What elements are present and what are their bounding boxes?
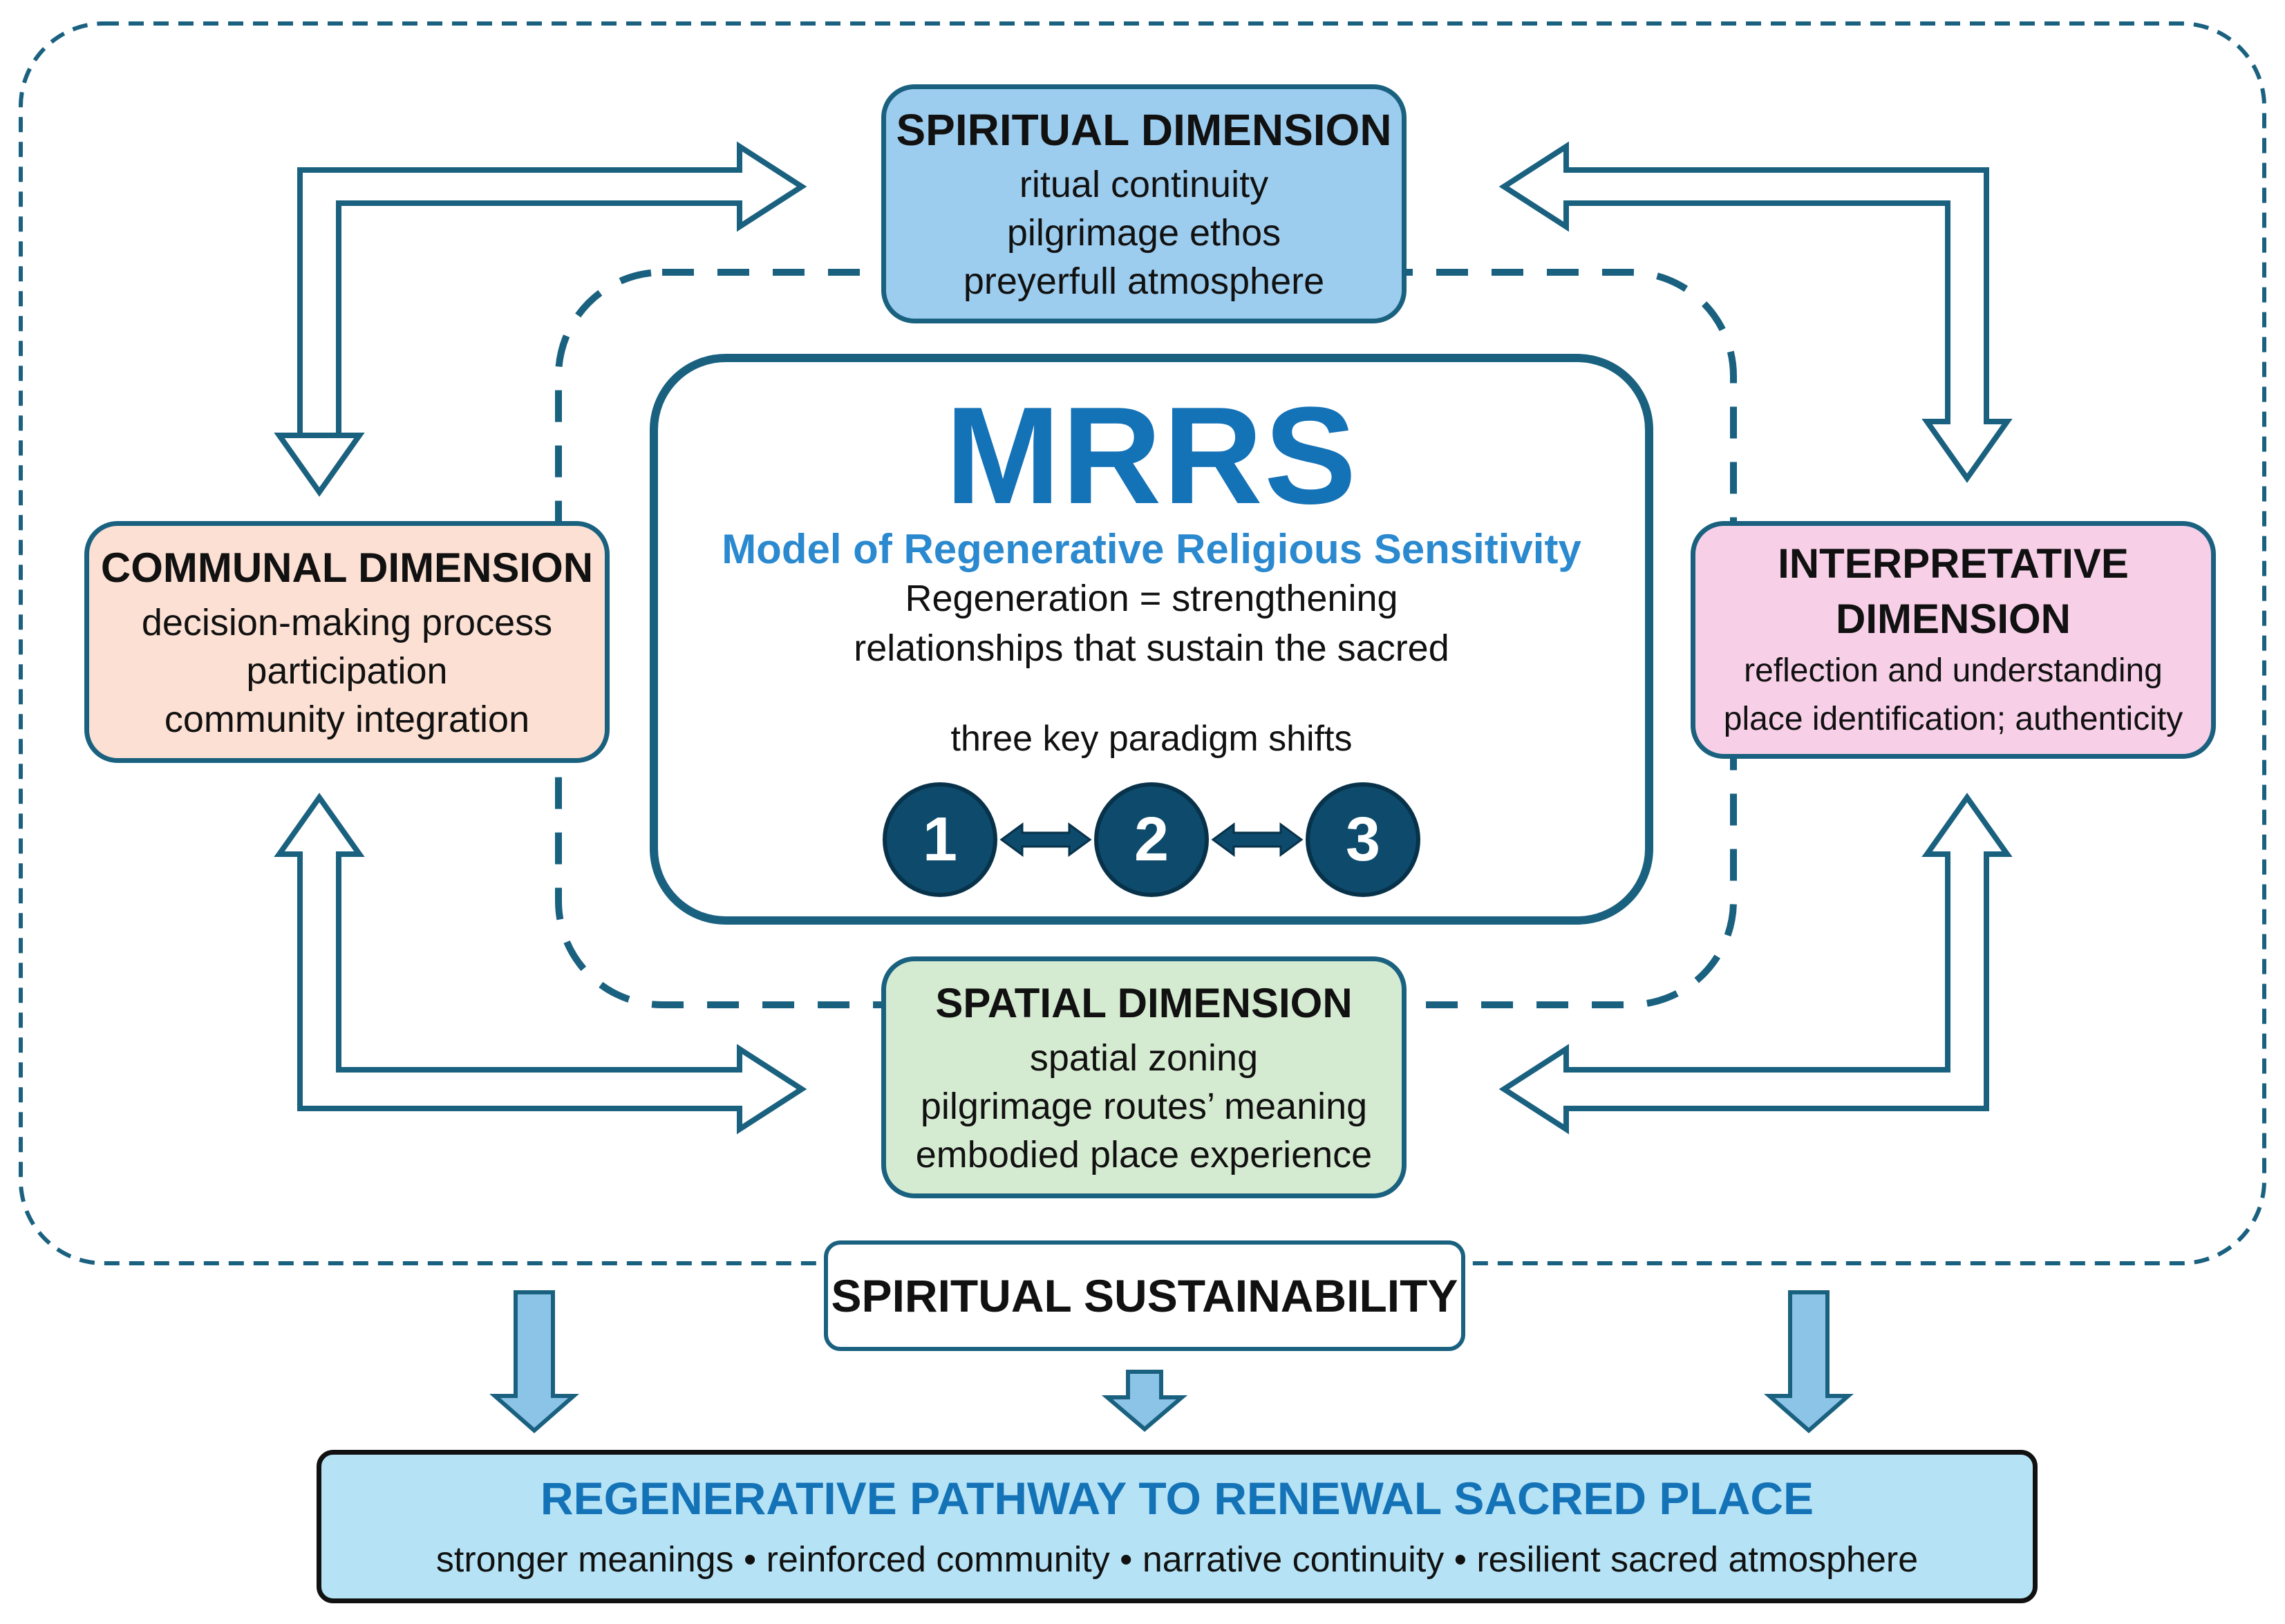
arrow-spiritual-interpretative [1498,141,2013,483]
spatial-item: pilgrimage routes’ meaning [920,1086,1368,1127]
communal-item: decision-making process [141,602,553,643]
arrow-communal-spatial [274,793,807,1135]
interpretative-dimension-box: INTERPRETATIVE DIMENSION reflection and … [1691,521,2216,759]
communal-item: community integration [164,699,530,740]
mrrs-full-name: Model of Regenerative Religious Sensitiv… [722,526,1581,572]
down-arrow-left [489,1290,579,1433]
spiritual-sustainability-box: SPIRITUAL SUSTAINABILITY [824,1240,1465,1351]
spiritual-title: SPIRITUAL DIMENSION [896,105,1392,155]
spatial-title: SPATIAL DIMENSION [935,980,1353,1026]
interpretative-item: place identification; authenticity [1723,701,2183,737]
paradigm-shifts-row: 1 2 3 [883,782,1420,897]
arrow-communal-spiritual [274,141,807,497]
shift-circle-2: 2 [1094,782,1209,897]
down-arrow-right [1764,1290,1854,1433]
spiritual-dimension-box: SPIRITUAL DIMENSION ritual continuity pi… [881,84,1407,323]
double-arrow-icon [1211,822,1304,857]
regenerative-pathway-box: REGENERATIVE PATHWAY TO RENEWAL SACRED P… [317,1450,2038,1603]
interpretative-title-line1: INTERPRETATIVE [1778,540,2129,587]
definition-line-2: relationships that sustain the sacred [854,627,1449,669]
communal-dimension-box: COMMUNAL DIMENSION decision-making proce… [84,521,610,763]
interpretative-item: reflection and understanding [1744,652,2163,689]
shift-circle-1: 1 [883,782,997,897]
spiritual-item: ritual continuity [1019,164,1269,205]
shift-circle-3: 3 [1306,782,1420,897]
spatial-dimension-box: SPATIAL DIMENSION spatial zoning pilgrim… [881,956,1407,1198]
spiritual-item: preyerfull atmosphere [963,261,1325,302]
spatial-item: embodied place experience [915,1134,1373,1175]
pathway-title: REGENERATIVE PATHWAY TO RENEWAL SACRED P… [540,1473,1814,1524]
outer-dashed-frame [19,21,2266,1265]
pathway-outcomes: stronger meanings • reinforced community… [435,1540,1919,1580]
sustainability-title: SPIRITUAL SUSTAINABILITY [831,1270,1458,1321]
communal-item: participation [246,650,448,692]
spiritual-item: pilgrimage ethos [1006,212,1281,254]
spatial-item: spatial zoning [1029,1037,1259,1079]
shifts-label: three key paradigm shifts [950,719,1353,759]
interpretative-title-line2: DIMENSION [1835,596,2071,642]
double-arrow-icon [999,822,1092,857]
communal-title: COMMUNAL DIMENSION [100,545,594,591]
arrow-interpretative-spatial [1498,793,2013,1135]
down-arrow-center [1101,1370,1188,1432]
mrrs-acronym: MRRS [945,379,1358,533]
definition-line-1: Regeneration = strengthening [905,578,1398,619]
mrrs-center-box: MRRS Model of Regenerative Religious Sen… [650,354,1653,925]
